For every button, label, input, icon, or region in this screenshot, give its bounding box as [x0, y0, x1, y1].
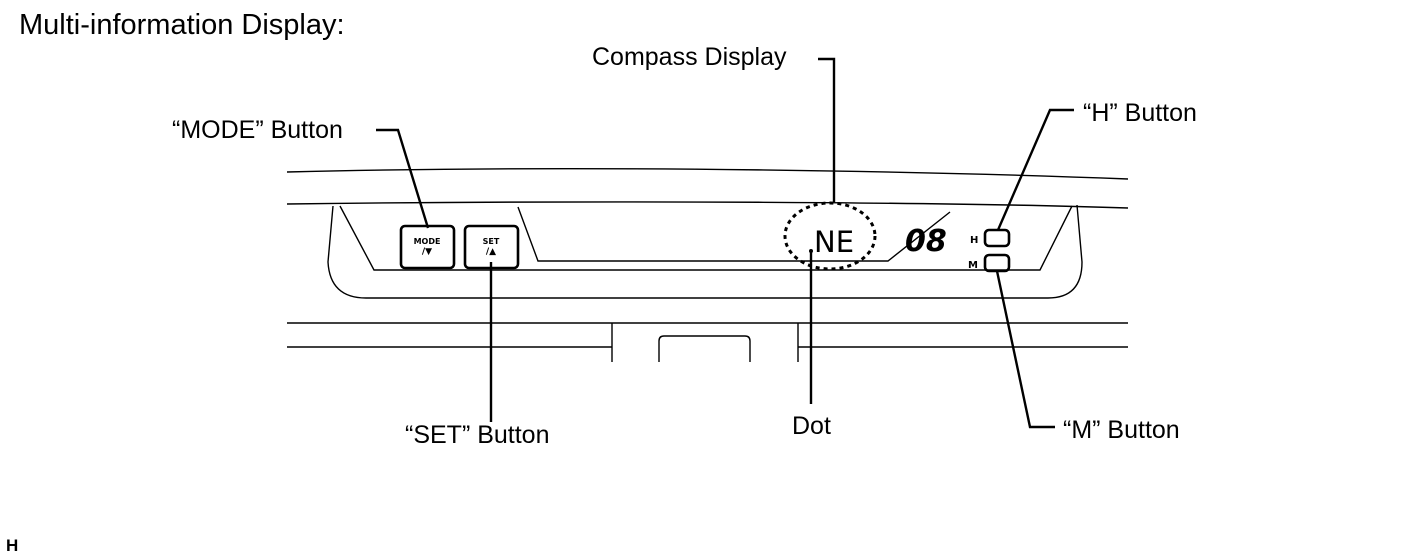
leader-lines: [376, 57, 1074, 429]
callout-dot: Dot: [792, 412, 831, 440]
leader-mode: [376, 128, 430, 229]
leader-compass: [818, 57, 836, 202]
m-key-label: M: [968, 260, 978, 271]
callout-m-button: “M” Button: [1063, 416, 1180, 444]
compass-highlight-circle: [783, 201, 877, 271]
leader-m: [995, 270, 1055, 429]
upper-trim: [286, 167, 1129, 209]
lcd-window: [517, 206, 951, 262]
diagram-title: Multi-information Display:: [19, 9, 345, 41]
display-housing: [327, 204, 1083, 299]
set-button[interactable]: SET /▲: [463, 224, 520, 270]
set-key-arrow: /▲: [486, 247, 496, 257]
mode-button[interactable]: MODE /▼: [399, 224, 456, 270]
lower-trim: [287, 322, 1128, 362]
callout-mode-button: “MODE” Button: [172, 116, 343, 144]
set-key-label: SET: [483, 237, 500, 246]
compass-reading: NE: [814, 225, 854, 259]
housing-inner-bezel: [339, 205, 1073, 271]
leader-h: [996, 108, 1074, 231]
m-button[interactable]: [983, 253, 1011, 273]
callout-set-button: “SET” Button: [405, 421, 550, 449]
h-key-label: H: [970, 235, 978, 246]
segment-value: 08: [905, 224, 947, 259]
corner-mark: H: [6, 536, 19, 555]
mode-key-arrow: /▼: [422, 247, 432, 257]
callout-compass-display: Compass Display: [592, 43, 787, 71]
h-button[interactable]: [983, 228, 1011, 248]
mode-key-label: MODE: [414, 237, 441, 246]
callout-h-button: “H” Button: [1083, 99, 1197, 127]
